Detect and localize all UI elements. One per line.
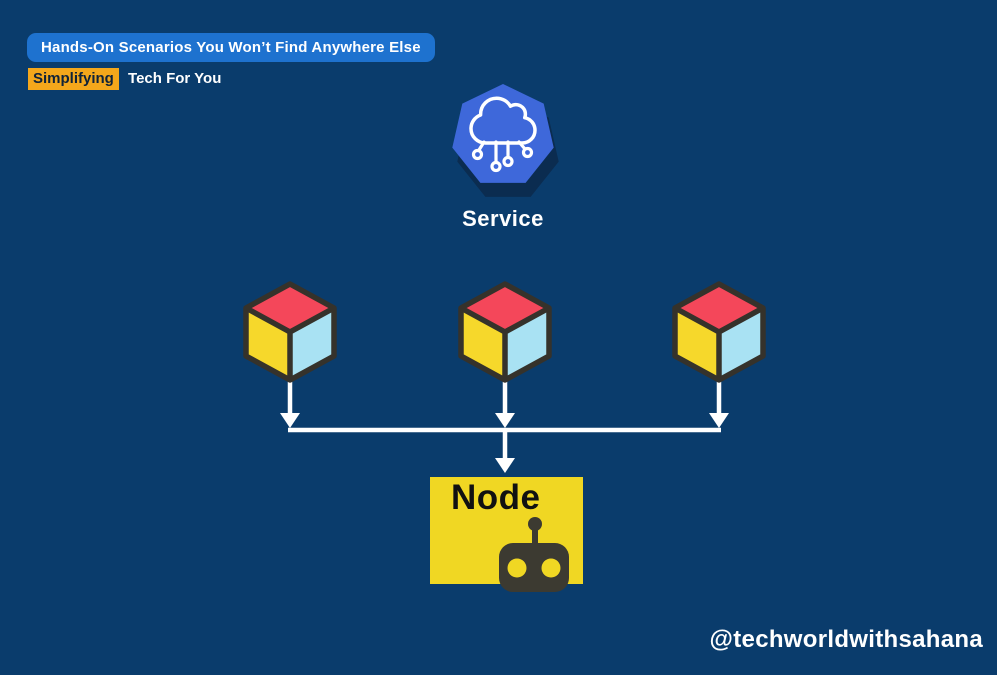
header-badge-text: Hands-On Scenarios You Won’t Find Anywhe… [41,39,421,56]
tagline-rest: Tech For You [128,70,222,87]
node-label: Node [451,478,541,517]
tagline-highlight: Simplifying [28,68,119,90]
pod-cube-icon [461,284,549,380]
tagline: Simplifying Tech For You [28,68,222,90]
pod-cube-icon [246,284,334,380]
pod-cube-icon [675,284,763,380]
service-label: Service [462,206,544,231]
watermark-handle: @techworldwithsahana [709,626,983,653]
robot-icon [499,517,569,592]
cloud-circuit-icon [469,96,537,173]
node-box: Node [430,477,583,592]
service-icon [452,84,559,197]
header-badge: Hands-On Scenarios You Won’t Find Anywhe… [27,33,435,62]
connector-arrows [280,378,729,473]
